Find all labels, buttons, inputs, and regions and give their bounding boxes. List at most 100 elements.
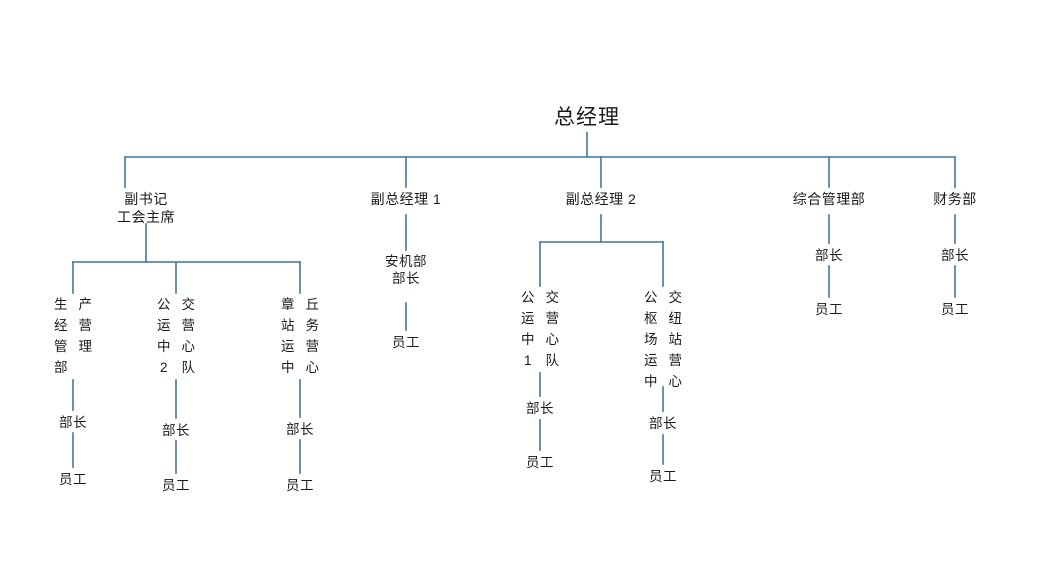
node-production-mgmt-staff-label: 员工 <box>59 472 87 487</box>
glyph: 管 <box>54 338 68 354</box>
node-safety-dept-staff[interactable]: 员工 <box>392 334 420 351</box>
node-production-mgmt-staff[interactable]: 员工 <box>59 471 87 488</box>
node-hub-station-ops-center[interactable]: 公 枢 场 运 中 交 纽 站 营 心 <box>644 288 682 393</box>
glyph: 心 <box>545 331 560 347</box>
node-general-admin-staff[interactable]: 员工 <box>815 301 843 318</box>
node-bus-ops-center-team2-col-left: 公 运 中 2 <box>157 295 171 379</box>
node-deputy-secretary-line1: 副书记 <box>124 191 168 207</box>
node-hub-station-ops-center-col-right: 交 纽 站 营 心 <box>669 288 683 393</box>
glyph: 运 <box>521 310 535 326</box>
node-bus-team1-staff-label: 员工 <box>526 455 554 470</box>
node-bus-team2-staff-label: 员工 <box>162 478 190 493</box>
glyph: 务 <box>305 317 320 333</box>
glyph: 站 <box>281 317 295 333</box>
node-bus-ops-center-team2-col-right: 交 营 心 队 <box>182 295 196 379</box>
glyph: 站 <box>668 331 683 347</box>
node-general-admin-head-label: 部长 <box>815 248 843 263</box>
glyph: 中 <box>521 331 535 347</box>
node-finance-head-label: 部长 <box>941 248 969 263</box>
node-zhangqiu-staff-label: 员工 <box>286 478 314 493</box>
node-finance-dept[interactable]: 财务部 <box>933 191 977 209</box>
node-hub-station-staff[interactable]: 员工 <box>649 468 677 485</box>
glyph: 公 <box>521 290 535 305</box>
glyph: 场 <box>644 331 658 347</box>
node-production-mgmt-head[interactable]: 部长 <box>59 414 87 431</box>
glyph: 2 <box>159 359 168 375</box>
node-production-mgmt-dept-col-right: 产 营 理 <box>79 295 93 379</box>
node-zhangqiu-station-ops-center-col-right: 丘 务 营 心 <box>306 295 320 379</box>
glyph: 运 <box>157 317 171 333</box>
glyph: 产 <box>78 297 93 312</box>
node-general-admin-dept[interactable]: 综合管理部 <box>793 191 866 209</box>
glyph: 生 <box>54 297 68 312</box>
node-bus-ops-center-team2[interactable]: 公 运 中 2 交 营 心 队 <box>157 295 195 379</box>
node-deputy-gm-1-label: 副总经理 1 <box>370 191 442 207</box>
node-bus-team1-staff[interactable]: 员工 <box>526 454 554 471</box>
node-hub-station-staff-label: 员工 <box>649 469 677 484</box>
node-finance-head[interactable]: 部长 <box>941 247 969 264</box>
node-hub-station-head-label: 部长 <box>649 416 677 431</box>
node-general-admin-dept-label: 综合管理部 <box>792 191 866 207</box>
glyph: 队 <box>545 352 560 368</box>
node-zhangqiu-station-ops-center[interactable]: 章 站 运 中 丘 务 营 心 <box>281 295 319 379</box>
glyph: 中 <box>157 338 171 354</box>
glyph: 章 <box>281 297 295 312</box>
node-bus-team1-head[interactable]: 部长 <box>526 400 554 417</box>
glyph: 交 <box>181 297 196 312</box>
node-safety-dept-staff-label: 员工 <box>392 335 420 350</box>
node-deputy-gm-2[interactable]: 副总经理 2 <box>566 191 637 209</box>
node-zhangqiu-head[interactable]: 部长 <box>286 421 314 438</box>
glyph: 营 <box>545 310 560 326</box>
node-deputy-secretary[interactable]: 副书记 工会主席 <box>117 191 175 227</box>
node-finance-dept-label: 财务部 <box>933 191 977 207</box>
node-deputy-gm-2-label: 副总经理 2 <box>565 191 637 207</box>
node-safety-dept[interactable]: 安机部 部长 <box>385 253 427 288</box>
node-production-mgmt-dept-col-left: 生 经 管 部 <box>54 295 68 379</box>
node-zhangqiu-head-label: 部长 <box>286 422 314 437</box>
glyph: 经 <box>54 317 68 333</box>
node-bus-team2-staff[interactable]: 员工 <box>162 477 190 494</box>
node-bus-team2-head[interactable]: 部长 <box>162 422 190 439</box>
glyph: 营 <box>305 338 320 354</box>
glyph: 丘 <box>305 297 320 312</box>
glyph: 理 <box>78 338 93 354</box>
node-general-admin-staff-label: 员工 <box>815 302 843 317</box>
node-hub-station-head[interactable]: 部长 <box>649 415 677 432</box>
glyph: 交 <box>668 290 683 305</box>
node-bus-team2-head-label: 部长 <box>162 423 190 438</box>
node-bus-ops-center-team1[interactable]: 公 运 中 1 交 营 心 队 <box>521 288 559 372</box>
node-zhangqiu-station-ops-center-col-left: 章 站 运 中 <box>281 295 295 379</box>
glyph: 纽 <box>668 310 683 326</box>
node-hub-station-ops-center-col-left: 公 枢 场 运 中 <box>644 288 658 393</box>
node-deputy-gm-1[interactable]: 副总经理 1 <box>371 191 442 209</box>
node-safety-dept-line1: 安机部 <box>385 254 427 269</box>
glyph: 运 <box>644 352 658 368</box>
node-general-manager[interactable]: 总经理 <box>554 105 620 132</box>
node-production-mgmt-head-label: 部长 <box>59 415 87 430</box>
node-general-admin-head[interactable]: 部长 <box>815 247 843 264</box>
node-bus-ops-center-team1-col-right: 交 营 心 队 <box>546 288 560 372</box>
glyph: 心 <box>305 359 320 375</box>
node-deputy-secretary-line2: 工会主席 <box>117 208 175 225</box>
glyph: 营 <box>668 352 683 368</box>
glyph: 队 <box>181 359 196 375</box>
node-finance-staff[interactable]: 员工 <box>941 301 969 318</box>
node-finance-staff-label: 员工 <box>941 302 969 317</box>
glyph: 中 <box>281 359 295 375</box>
glyph: 1 <box>523 352 532 368</box>
glyph: 营 <box>78 317 93 333</box>
glyph: 公 <box>157 297 171 312</box>
glyph: 枢 <box>644 310 658 326</box>
node-bus-team1-head-label: 部长 <box>526 401 554 416</box>
node-production-mgmt-dept[interactable]: 生 经 管 部 产 营 理 <box>54 295 92 379</box>
glyph: 心 <box>181 338 196 354</box>
glyph: 营 <box>181 317 196 333</box>
glyph: 中 <box>644 373 658 389</box>
node-bus-ops-center-team1-col-left: 公 运 中 1 <box>521 288 535 372</box>
node-general-manager-label: 总经理 <box>554 106 620 129</box>
node-zhangqiu-staff[interactable]: 员工 <box>286 477 314 494</box>
glyph: 部 <box>54 359 68 375</box>
glyph: 运 <box>281 338 295 354</box>
glyph: 交 <box>545 290 560 305</box>
